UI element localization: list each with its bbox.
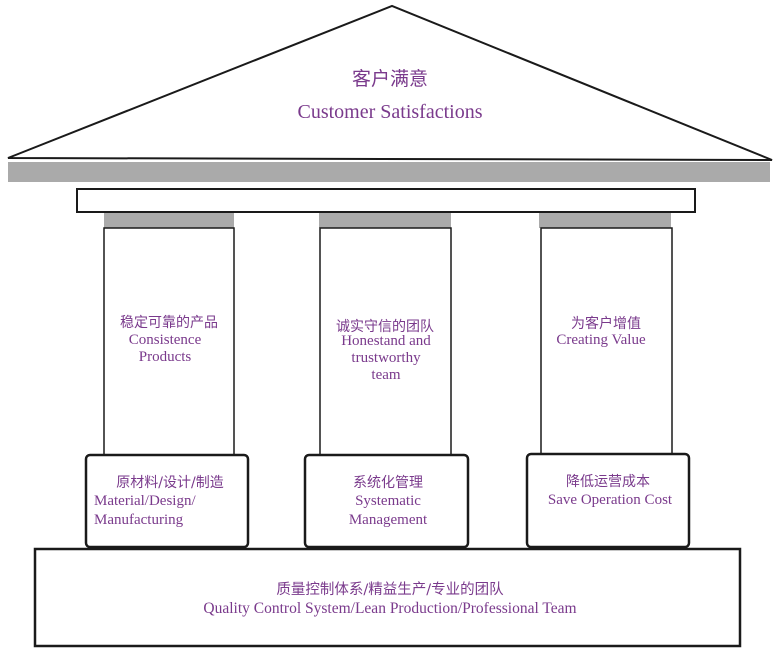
foundation-title-en: Quality Control System/Lean Production/P… [203, 600, 577, 617]
pillar-3-title-zh: 为客户增值 [571, 316, 641, 332]
roof-band [8, 162, 770, 182]
pillar-3-title-en: Creating Value [556, 332, 646, 348]
base-1-title-zh: 原材料/设计/制造 [116, 475, 224, 491]
roof-title-en: Customer Satisfactions [297, 101, 483, 123]
architrave-beam [76, 188, 696, 213]
base-2-title-zh: 系统化管理 [353, 475, 423, 491]
pillar-cap [104, 213, 234, 228]
roof-triangle [7, 4, 773, 161]
pillar-cap [539, 213, 671, 228]
base-3-title-en: Save Operation Cost [547, 492, 673, 508]
pillar-2-title-zh: 诚实守信的团队 [336, 319, 434, 335]
pillar-base [84, 453, 250, 549]
foundation-title-zh: 质量控制体系/精益生产/专业的团队 [276, 582, 504, 598]
pillar-1-title-zh: 稳定可靠的产品 [120, 315, 218, 331]
pillar-base [303, 453, 470, 549]
base-3-title-zh: 降低运营成本 [566, 474, 650, 490]
pillar-base [525, 452, 691, 549]
foundation-block [33, 547, 742, 648]
pillar-cap [319, 213, 451, 228]
roof-title-zh: 客户满意 [351, 68, 428, 90]
base-1-title-en: Material/Design/Manufacturing [94, 493, 196, 528]
pillar-column [103, 227, 235, 457]
pillar-column [319, 227, 452, 457]
